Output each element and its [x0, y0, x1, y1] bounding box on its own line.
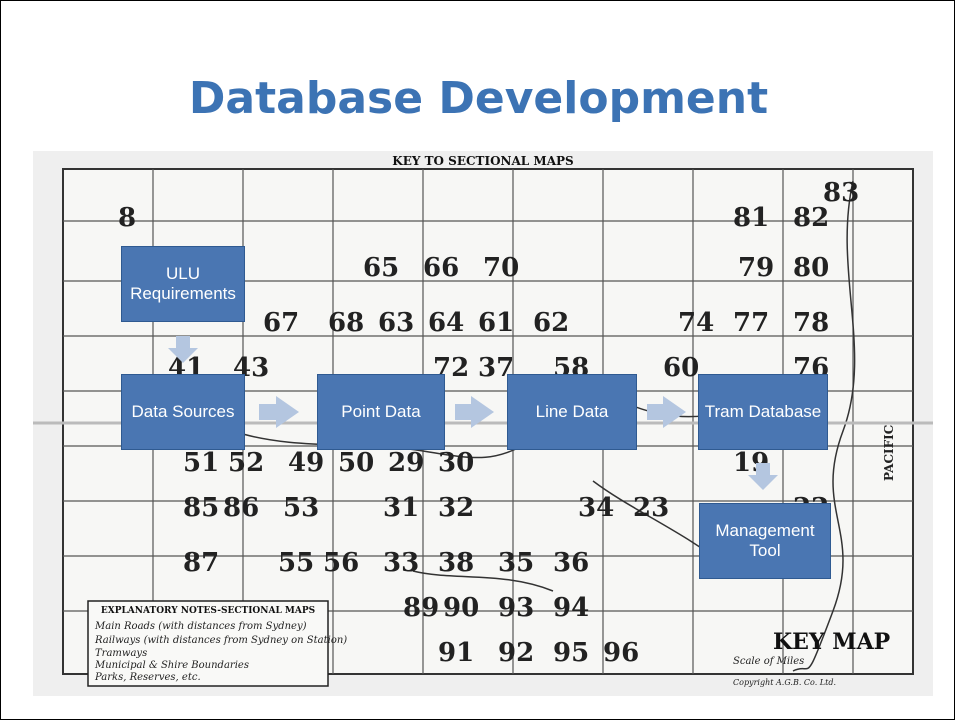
svg-text:95: 95: [553, 638, 589, 668]
svg-text:31: 31: [383, 493, 419, 523]
svg-text:KEY MAP: KEY MAP: [773, 629, 890, 655]
key-map-label: KEY MAP Scale of Miles Copyright A.G.B. …: [733, 629, 890, 687]
management-tool-box: Management Tool: [699, 503, 831, 579]
svg-text:68: 68: [328, 308, 364, 338]
svg-text:51: 51: [183, 448, 219, 478]
svg-text:80: 80: [793, 253, 829, 283]
svg-text:94: 94: [553, 593, 589, 623]
svg-text:Main Roads (with distances fro: Main Roads (with distances from Sydney): [94, 621, 307, 632]
svg-text:53: 53: [283, 493, 319, 523]
arrow-right-point: [455, 396, 494, 428]
svg-text:65: 65: [363, 253, 399, 283]
svg-text:64: 64: [428, 308, 464, 338]
svg-text:30: 30: [438, 448, 474, 478]
map-notes: EXPLANATORY NOTES-SECTIONAL MAPS Main Ro…: [87, 600, 347, 687]
svg-text:83: 83: [823, 178, 859, 208]
svg-text:85: 85: [183, 493, 219, 523]
svg-text:Railways (with distances from: Railways (with distances from Sydney on …: [94, 635, 347, 646]
arrow-down-tram: [748, 463, 778, 490]
svg-text:87: 87: [183, 548, 219, 578]
slide-title: Database Development: [188, 73, 769, 124]
map-header: KEY TO SECTIONAL MAPS: [392, 154, 573, 168]
svg-text:66: 66: [423, 253, 459, 283]
section-numbers: 83 8 81 82 79 80 65 66 70 67 68 63 64 61…: [118, 178, 859, 668]
svg-text:82: 82: [793, 203, 829, 233]
svg-text:89: 89: [403, 593, 439, 623]
svg-text:77: 77: [733, 308, 769, 338]
svg-text:55: 55: [278, 548, 314, 578]
svg-text:93: 93: [498, 593, 534, 623]
svg-text:62: 62: [533, 308, 569, 338]
point-data-box: Point Data: [317, 374, 445, 450]
svg-text:23: 23: [633, 493, 669, 523]
arrow-right-sources: [259, 396, 299, 428]
svg-text:90: 90: [443, 593, 479, 623]
svg-text:Municipal & Shire Boundaries: Municipal & Shire Boundaries: [94, 660, 249, 671]
svg-text:91: 91: [438, 638, 474, 668]
svg-text:Parks, Reserves, etc.: Parks, Reserves, etc.: [94, 672, 201, 683]
svg-text:81: 81: [733, 203, 769, 233]
line-data-box: Line Data: [507, 374, 637, 450]
svg-text:63: 63: [378, 308, 414, 338]
svg-text:79: 79: [738, 253, 774, 283]
svg-text:49: 49: [288, 448, 324, 478]
svg-text:92: 92: [498, 638, 534, 668]
svg-text:Tramways: Tramways: [95, 648, 147, 659]
ocean-label: PACIFIC: [882, 425, 896, 481]
svg-text:96: 96: [603, 638, 639, 668]
ulu-requirements-box: ULU Requirements: [121, 246, 245, 322]
tram-database-box: Tram Database: [698, 374, 828, 450]
svg-text:61: 61: [478, 308, 514, 338]
svg-text:56: 56: [323, 548, 359, 578]
svg-text:8: 8: [118, 203, 136, 233]
svg-text:32: 32: [438, 493, 474, 523]
svg-text:36: 36: [553, 548, 589, 578]
svg-text:34: 34: [578, 493, 614, 523]
svg-text:Copyright A.G.B. Co. Ltd.: Copyright A.G.B. Co. Ltd.: [733, 678, 836, 687]
arrow-right-line: [647, 396, 686, 428]
svg-text:67: 67: [263, 308, 299, 338]
svg-text:Scale of Miles: Scale of Miles: [733, 656, 804, 667]
svg-text:78: 78: [793, 308, 829, 338]
svg-text:29: 29: [388, 448, 424, 478]
notes-title: EXPLANATORY NOTES-SECTIONAL MAPS: [101, 606, 315, 616]
svg-text:33: 33: [383, 548, 419, 578]
svg-text:38: 38: [438, 548, 474, 578]
svg-text:60: 60: [663, 353, 699, 383]
svg-text:35: 35: [498, 548, 534, 578]
svg-text:70: 70: [483, 253, 519, 283]
svg-text:50: 50: [338, 448, 374, 478]
data-sources-box: Data Sources: [121, 374, 245, 450]
arrow-down-ulu: [168, 336, 198, 363]
svg-text:86: 86: [223, 493, 259, 523]
svg-text:74: 74: [678, 308, 714, 338]
svg-text:52: 52: [228, 448, 264, 478]
